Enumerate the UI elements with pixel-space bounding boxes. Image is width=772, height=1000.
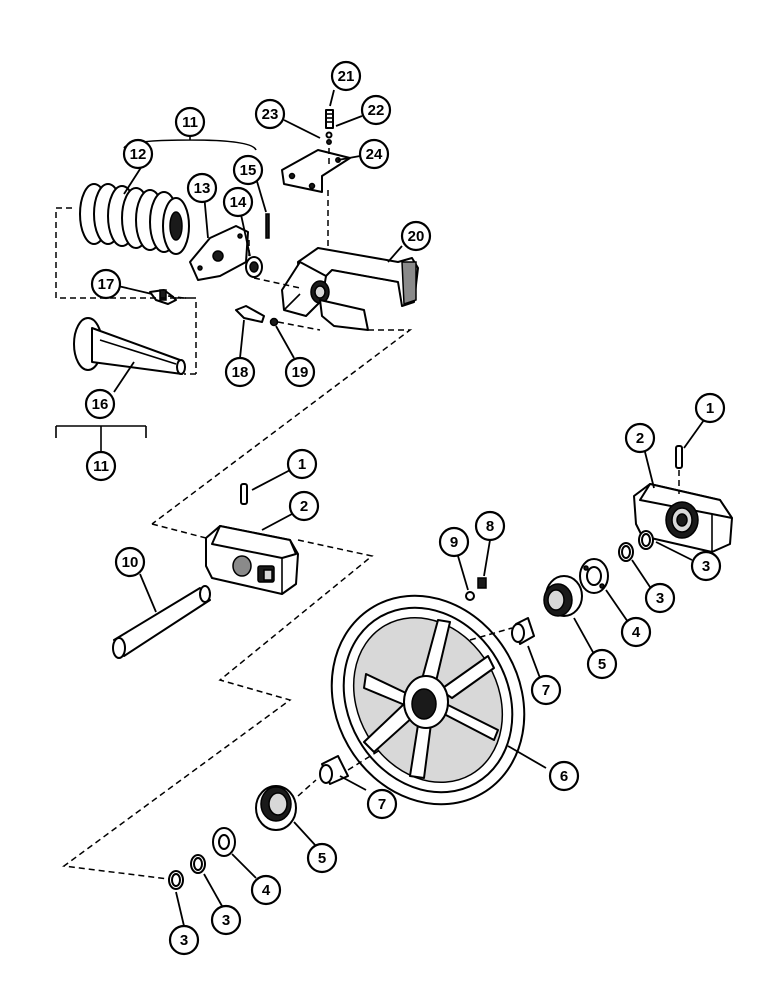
callout-15: 15 — [232, 154, 264, 186]
spring-seat-plate-part — [189, 225, 249, 281]
svg-text:1: 1 — [298, 456, 306, 473]
svg-text:10: 10 — [122, 554, 139, 571]
hex-bolt-part — [149, 289, 177, 305]
plug-fitting-part — [465, 577, 487, 601]
bolt-washer-part — [235, 305, 279, 327]
callout-17: 17 — [90, 268, 122, 300]
callout-3-right-b: 3 — [644, 582, 676, 614]
svg-text:22: 22 — [368, 102, 385, 119]
grease-fitting-part — [325, 109, 334, 145]
bushing-left-part — [319, 755, 349, 785]
thrust-washer-left-part — [212, 827, 236, 857]
svg-text:3: 3 — [656, 590, 664, 607]
callout-8: 8 — [474, 510, 506, 542]
bearing-block-right-part — [633, 483, 733, 553]
callout-21: 21 — [330, 60, 362, 92]
svg-text:8: 8 — [486, 518, 494, 535]
leader-lines — [113, 89, 705, 927]
roll-pin-left-part — [240, 483, 248, 505]
svg-text:16: 16 — [92, 396, 109, 413]
cotter-pin-part — [265, 213, 270, 239]
snap-ring-right-part — [618, 530, 654, 562]
svg-text:11: 11 — [93, 458, 109, 475]
callout-4-right: 4 — [620, 616, 652, 648]
svg-text:12: 12 — [130, 146, 147, 163]
svg-text:3: 3 — [222, 912, 230, 929]
svg-text:14: 14 — [230, 194, 247, 211]
callout-20: 20 — [400, 220, 432, 252]
seal-left-part — [255, 785, 297, 831]
recoil-rod-part — [73, 317, 186, 375]
svg-text:11: 11 — [182, 114, 198, 131]
svg-text:4: 4 — [632, 624, 641, 641]
svg-text:2: 2 — [636, 430, 644, 447]
callout-19: 19 — [284, 356, 316, 388]
callout-12: 12 — [122, 138, 154, 170]
castle-nut-part — [245, 256, 263, 278]
svg-text:1: 1 — [706, 400, 714, 417]
seal-right-part — [543, 575, 583, 617]
svg-text:18: 18 — [232, 364, 249, 381]
callout-9: 9 — [438, 526, 470, 558]
roll-pin-right-part — [675, 445, 683, 469]
callout-3-left-a: 3 — [210, 904, 242, 936]
callout-3-right-a: 3 — [690, 550, 722, 582]
svg-text:9: 9 — [450, 534, 458, 551]
callout-24: 24 — [358, 138, 390, 170]
svg-text:4: 4 — [262, 882, 271, 899]
svg-text:5: 5 — [318, 850, 326, 867]
callout-2-left: 2 — [288, 490, 320, 522]
callout-2-right: 2 — [624, 422, 656, 454]
svg-text:21: 21 — [338, 68, 355, 85]
mounting-plate-part — [281, 149, 351, 193]
callout-16: 16 — [84, 388, 116, 420]
svg-text:13: 13 — [194, 180, 211, 197]
svg-text:15: 15 — [240, 162, 257, 179]
svg-text:7: 7 — [378, 796, 386, 813]
svg-text:24: 24 — [366, 146, 383, 163]
callout-22: 22 — [360, 94, 392, 126]
svg-text:23: 23 — [262, 106, 279, 123]
svg-text:6: 6 — [560, 768, 568, 785]
callout-4-left: 4 — [250, 874, 282, 906]
callout-7-left: 7 — [366, 788, 398, 820]
svg-text:3: 3 — [702, 558, 710, 575]
yoke-bracket-part — [281, 247, 419, 331]
idler-wheel-part — [330, 594, 526, 806]
callout-23: 23 — [254, 98, 286, 130]
callout-5-right: 5 — [586, 648, 618, 680]
svg-text:3: 3 — [180, 932, 188, 949]
snap-ring-left-part — [168, 854, 206, 890]
callout-13: 13 — [186, 172, 218, 204]
callout-3-left-b: 3 — [168, 924, 200, 956]
svg-text:20: 20 — [408, 228, 425, 245]
recoil-spring-part — [79, 183, 190, 255]
callout-11-top: 11 — [174, 106, 206, 138]
callout-1-right: 1 — [694, 392, 726, 424]
bushing-right-part — [511, 617, 535, 645]
bearing-block-left-part — [205, 525, 299, 595]
callout-1-left: 1 — [286, 448, 318, 480]
svg-text:5: 5 — [598, 656, 606, 673]
callout-14: 14 — [222, 186, 254, 218]
svg-text:7: 7 — [542, 682, 550, 699]
callout-7-right: 7 — [530, 674, 562, 706]
callout-6: 6 — [548, 760, 580, 792]
callout-18: 18 — [224, 356, 256, 388]
svg-text:17: 17 — [98, 276, 115, 293]
svg-text:19: 19 — [292, 364, 309, 381]
svg-text:2: 2 — [300, 498, 308, 515]
idler-shaft-part — [112, 585, 211, 659]
callout-5-left: 5 — [306, 842, 338, 874]
thrust-washer-right-part — [579, 558, 609, 594]
callout-11-bottom: 11 — [85, 450, 117, 482]
callout-10: 10 — [114, 546, 146, 578]
